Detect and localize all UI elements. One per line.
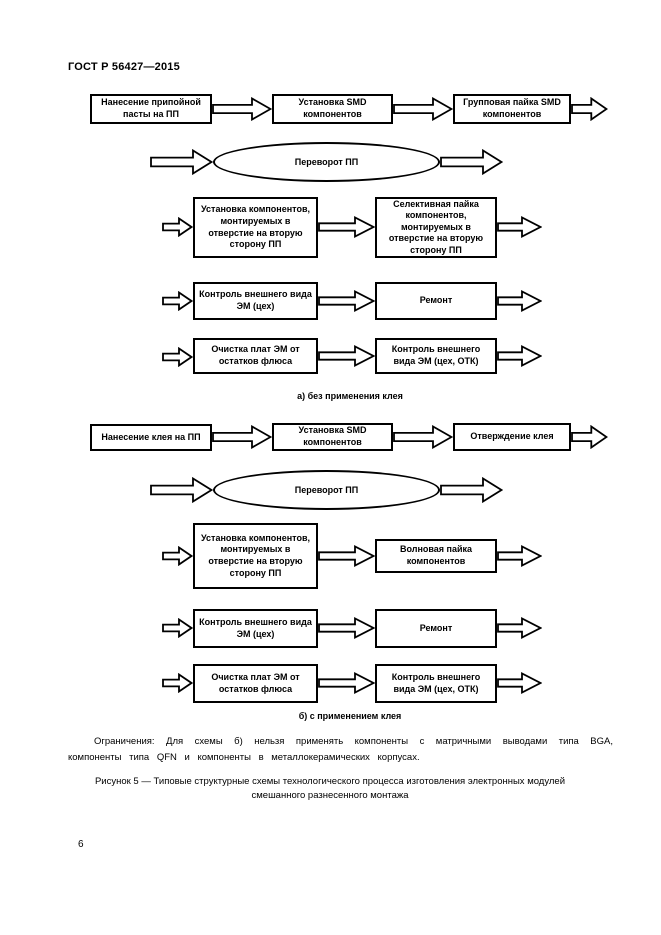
flow-exit-arrow — [571, 97, 608, 121]
flow-exit-arrow — [497, 290, 542, 312]
flow-exit-arrow — [440, 477, 503, 503]
flow-arrow — [318, 216, 375, 238]
page-number: 6 — [78, 839, 84, 850]
box-selective-solder: Селективная пайка компонентов, монтируем… — [375, 197, 497, 258]
flow-entry-arrow — [162, 618, 193, 638]
flow-arrow — [393, 97, 453, 121]
flow-exit-arrow — [497, 672, 542, 694]
flow-entry-arrow — [162, 546, 193, 566]
box-apply-solder-paste: Нанесение припойной пасты на ПП — [90, 94, 212, 124]
flow-arrow — [318, 617, 375, 639]
flow-arrow — [318, 672, 375, 694]
flow-arrow — [212, 97, 272, 121]
flow-arrow — [318, 545, 375, 567]
box-repair-a: Ремонт — [375, 282, 497, 320]
box-clean-flux-a: Очистка плат ЭМ от остатков флюса — [193, 338, 318, 374]
flow-arrow — [393, 425, 453, 449]
box-visual-inspection-otk-a: Контроль внешнего вида ЭМ (цех, ОТК) — [375, 338, 497, 374]
box-glue-curing: Отверждение клея — [453, 423, 571, 451]
scheme-a-caption: а) без применения клея — [297, 391, 403, 401]
ellipse-flip-board-a: Переворот ПП — [213, 142, 440, 182]
flow-entry-arrow — [150, 477, 213, 503]
flow-exit-arrow — [497, 345, 542, 367]
box-repair-b: Ремонт — [375, 609, 497, 648]
box-apply-glue: Нанесение клея на ПП — [90, 424, 212, 451]
flow-arrow — [212, 425, 272, 449]
box-wave-solder: Волновая пайка компонентов — [375, 539, 497, 573]
flow-entry-arrow — [162, 291, 193, 311]
box-visual-inspection-otk-b: Контроль внешнего вида ЭМ (цех, ОТК) — [375, 664, 497, 703]
flow-exit-arrow — [497, 617, 542, 639]
scheme-b-caption: б) с применением клея — [298, 711, 402, 721]
flow-arrow — [318, 290, 375, 312]
flow-exit-arrow — [497, 545, 542, 567]
flow-arrow — [318, 345, 375, 367]
box-install-smd-a: Установка SMD компонентов — [272, 94, 393, 124]
flow-entry-arrow — [162, 347, 193, 367]
box-clean-flux-b: Очистка плат ЭМ от остатков флюса — [193, 664, 318, 703]
restrictions-paragraph: Ограничения: Для схемы б) нельзя применя… — [68, 736, 613, 763]
box-group-solder: Групповая пайка SMD компонентов — [453, 94, 571, 124]
document-header: ГОСТ Р 56427—2015 — [68, 61, 180, 73]
box-install-smd-b: Установка SMD компонентов — [272, 423, 393, 451]
flow-entry-arrow — [162, 217, 193, 237]
flow-exit-arrow — [497, 216, 542, 238]
flow-exit-arrow — [440, 149, 503, 175]
flow-entry-arrow — [150, 149, 213, 175]
box-install-tht-b: Установка компонентов, монтируемых в отв… — [193, 523, 318, 589]
ellipse-flip-board-b: Переворот ПП — [213, 470, 440, 510]
flow-entry-arrow — [162, 673, 193, 693]
box-visual-inspection-shop-a: Контроль внешнего вида ЭМ (цех) — [193, 282, 318, 320]
box-install-tht-a: Установка компонентов, монтируемых в отв… — [193, 197, 318, 258]
flow-exit-arrow — [571, 425, 608, 449]
figure-caption: Рисунок 5 — Типовые структурные схемы те… — [94, 776, 566, 802]
box-visual-inspection-shop-b: Контроль внешнего вида ЭМ (цех) — [193, 609, 318, 648]
